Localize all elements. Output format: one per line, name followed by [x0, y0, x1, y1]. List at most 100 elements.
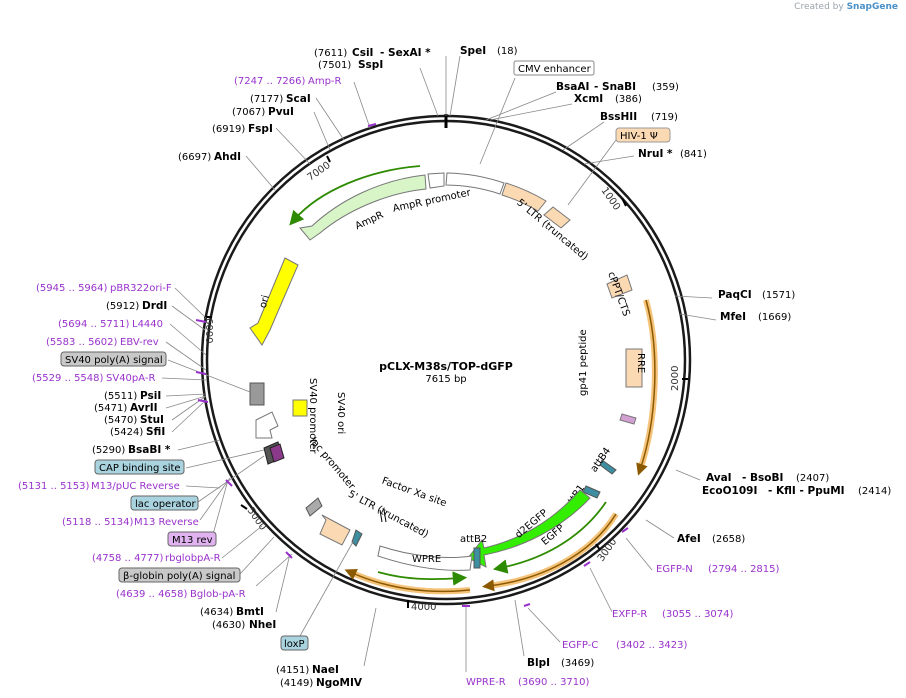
snapgene-brand: SnapGene — [846, 2, 898, 12]
tick-mark-1000 — [621, 197, 627, 207]
site-bsabi-pos: (5290) — [92, 445, 125, 456]
site-spei-pos: (18) — [497, 46, 518, 57]
snapgene-watermark: Created by SnapGene — [794, 2, 898, 12]
loxp-feature — [351, 529, 363, 547]
leader-psii — [165, 393, 207, 397]
primer-m13reverse-range: (5118 .. 5134) — [62, 517, 134, 528]
site-drdi: DrdI — [142, 300, 167, 312]
leader-avrii — [165, 395, 207, 409]
primer-l4440-range: (5694 .. 5711) — [58, 319, 130, 330]
site-sspi: SspI — [358, 59, 383, 71]
primer-mark-m13-reverse — [225, 479, 233, 487]
site-mfei-pos: (1669) — [758, 312, 791, 323]
site-stui-pos: (5470) — [104, 415, 137, 426]
cap-purple-feature — [269, 443, 285, 463]
primer-sv40par-range: (5529 .. 5548) — [32, 373, 104, 384]
leader-bsshii — [562, 121, 605, 151]
leader-bglobin-signal — [239, 536, 275, 575]
site-pvui: PvuI — [268, 106, 294, 118]
egfp-brown-arrow — [482, 513, 617, 592]
site-fspi: FspI — [248, 123, 273, 135]
leader-m13rev — [211, 479, 229, 539]
orf-arrow-right — [636, 299, 656, 476]
site-xcmi: XcmI — [574, 93, 603, 105]
primer-mark-egfp-n — [621, 527, 629, 533]
site-drdi-pos: (5912) — [106, 301, 139, 312]
primer-mark-amp-r — [367, 123, 377, 127]
leader-sv40par — [161, 377, 207, 381]
leader-bsaai — [485, 91, 557, 121]
tick-label-6000: 6000 — [203, 318, 214, 343]
site-scai-pos: (7177) — [250, 94, 283, 105]
tick-label-5000: 5000 — [245, 506, 269, 533]
site-bmti-pos: (4634) — [200, 607, 233, 618]
sv40-ori-label: SV40 ori — [335, 392, 346, 434]
tick-label-4000: 4000 — [411, 602, 436, 613]
lac-operator-box — [130, 495, 199, 511]
site-bsshii: BssHII — [600, 111, 637, 123]
tick-labels: 1000 2000 3000 4000 5000 6000 7000 — [203, 160, 681, 613]
bglobin-polya-box — [118, 567, 241, 583]
hiv1-psi-box — [615, 127, 671, 143]
sv40-promoter-label: SV40 promoter — [307, 378, 318, 454]
gp41-feature — [619, 413, 637, 425]
lac-operator-label: lac operator — [135, 499, 196, 510]
site-bsaai-pos: (359) — [652, 82, 679, 93]
leader-loxp — [299, 539, 355, 637]
site-avai: AvaI — [706, 472, 732, 484]
site-afei: AfeI — [677, 533, 701, 545]
primer-egfpc: EGFP-C — [562, 640, 598, 651]
site-scai: ScaI — [286, 93, 311, 105]
leader-bsabi — [177, 439, 221, 451]
site-fspi-pos: (6919) — [212, 124, 245, 135]
primer-marks — [195, 123, 629, 607]
leader-paqci — [674, 295, 713, 299]
site-bsshii-pos: (719) — [651, 112, 678, 123]
primer-egfpn: EGFP-N — [656, 564, 693, 575]
primer-exfpr: EXFP-R — [612, 609, 647, 620]
primer-egfpn-range: (2794 .. 2815) — [708, 564, 780, 575]
sv40-polya-label: SV40 poly(A) signal — [65, 355, 163, 366]
site-afei-pos: (2658) — [712, 534, 745, 545]
site-mfei: MfeI — [720, 311, 746, 323]
leader-ebv — [165, 341, 207, 371]
ltr-top-small-feature — [543, 206, 571, 229]
site-sspi-pos: (7501) — [318, 60, 351, 71]
wpre-orf-arrow — [377, 571, 468, 586]
leader-bglob — [255, 553, 293, 587]
leader-naei — [363, 607, 377, 667]
wpre-brown-arrow — [344, 568, 471, 593]
attb4-feature — [599, 459, 617, 475]
site-blpi-pos: (3469) — [561, 658, 594, 669]
leader-exfpr — [589, 567, 613, 613]
sv40-polya-feature — [249, 382, 265, 406]
tick-mark-7000 — [326, 155, 331, 163]
site-ecoo109i-pos: (2414) — [858, 486, 891, 497]
primer-mark-ebv-rev — [195, 371, 207, 375]
leader-cmv — [479, 77, 516, 165]
m13-rev-label: M13 rev — [172, 535, 213, 546]
egfp-orf-arrow — [492, 501, 607, 574]
ampr-feature — [299, 174, 427, 241]
leader-sspi — [419, 67, 439, 117]
site-bsabi: BsaBI * — [128, 444, 171, 456]
site-stui: StuI — [140, 414, 164, 426]
leader-l4440 — [169, 323, 207, 356]
site-avai-pos: (2407) — [796, 473, 829, 484]
primer-egfpc-range: (3402 .. 3423) — [616, 640, 688, 651]
leader-avai — [675, 469, 701, 481]
primer-mark-exfp-r — [583, 561, 591, 567]
sv40-ori-feature — [292, 399, 308, 417]
leader-hiv — [567, 139, 617, 206]
wpre-label: WPRE — [412, 554, 441, 565]
site-naei-pos: (4151) — [276, 665, 309, 676]
leader-blpi — [514, 599, 525, 657]
site-psii: PsiI — [140, 390, 161, 402]
site-snabi: - SnaBI — [594, 81, 636, 93]
primer-ebv-range: (5583 .. 5602) — [46, 337, 118, 348]
primer-mark-egfp-c — [523, 603, 531, 607]
loxp-box — [280, 635, 309, 651]
ampr-label: AmpR — [354, 210, 386, 233]
gp41-label: gp41 peptide — [578, 329, 589, 396]
